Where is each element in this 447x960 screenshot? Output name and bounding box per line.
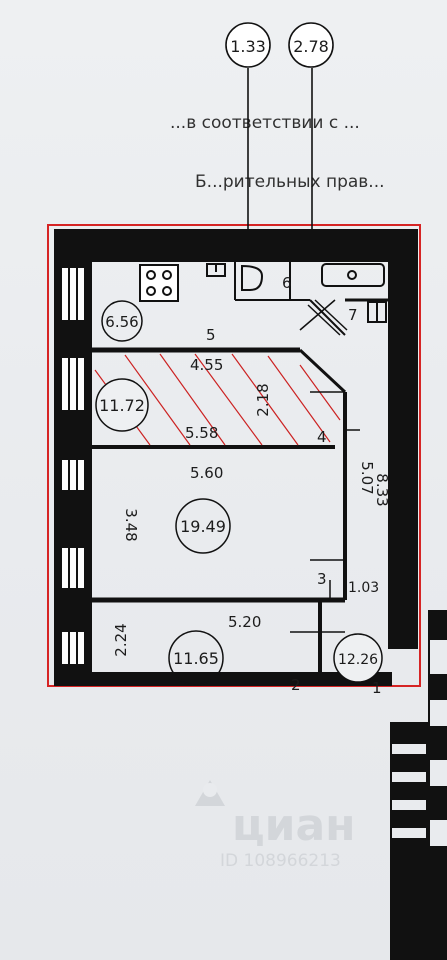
room-number-5: 5 <box>206 326 216 344</box>
door-swing-lines <box>299 299 348 336</box>
dim-5-60: 5.60 <box>190 464 223 482</box>
stove-icon <box>139 264 179 302</box>
room-number-4: 4 <box>317 428 327 446</box>
washbasin-icon <box>367 301 387 323</box>
bathtub-icon <box>321 263 385 287</box>
room-number-1: 1 <box>372 679 382 697</box>
watermark-brand: циан <box>232 800 356 851</box>
marker-left-label: 1.33 <box>230 37 266 56</box>
faded-text-line1: ...в соответствии с ... <box>170 113 360 133</box>
partitions <box>92 262 388 672</box>
room-5-area: 12.26 <box>338 652 378 668</box>
dim-2-18: 2.18 <box>254 383 272 416</box>
dim-5-20: 5.20 <box>228 613 261 631</box>
left-wall-windows <box>62 268 84 664</box>
dim-8-33: 8.33 <box>373 473 391 506</box>
dim-2-24: 2.24 <box>112 623 130 656</box>
dim-3-48: 3.48 <box>122 508 140 541</box>
room-marker-1: 6.56 <box>101 300 143 342</box>
room-number-7: 7 <box>348 306 358 324</box>
dimension-lines <box>290 391 360 660</box>
stairwell <box>390 610 447 960</box>
dim-5-58: 5.58 <box>185 424 218 442</box>
room-2-area: 11.72 <box>99 396 145 415</box>
room-number-3: 3 <box>317 570 327 588</box>
faded-text-line2: Б...рительных прав... <box>195 172 385 192</box>
marker-right: 2.78 <box>288 22 334 68</box>
window-mullions <box>68 268 78 664</box>
room-marker-5: 12.26 <box>333 633 383 683</box>
cian-logo-icon <box>195 780 225 806</box>
dim-1-03: 1.03 <box>348 580 379 596</box>
marker-leaders <box>247 68 313 230</box>
hatched-area <box>94 353 341 446</box>
room-3-area: 19.49 <box>180 517 226 536</box>
sink-icon <box>206 263 226 277</box>
dim-4-55: 4.55 <box>190 356 223 374</box>
room-number-2: 2 <box>291 676 301 694</box>
room-marker-3: 19.49 <box>175 498 231 554</box>
room-number-6: 6 <box>282 274 292 292</box>
room-marker-2: 11.72 <box>95 378 149 432</box>
marker-left: 1.33 <box>225 22 271 68</box>
watermark-id: ID 108966213 <box>220 851 341 871</box>
room-marker-4: 11.65 <box>168 630 224 686</box>
toilet-icon <box>241 264 264 291</box>
marker-right-label: 2.78 <box>293 37 329 56</box>
dim-5-07: 5.07 <box>358 461 376 494</box>
room-4-area: 11.65 <box>173 649 219 668</box>
room-1-area: 6.56 <box>105 313 138 331</box>
